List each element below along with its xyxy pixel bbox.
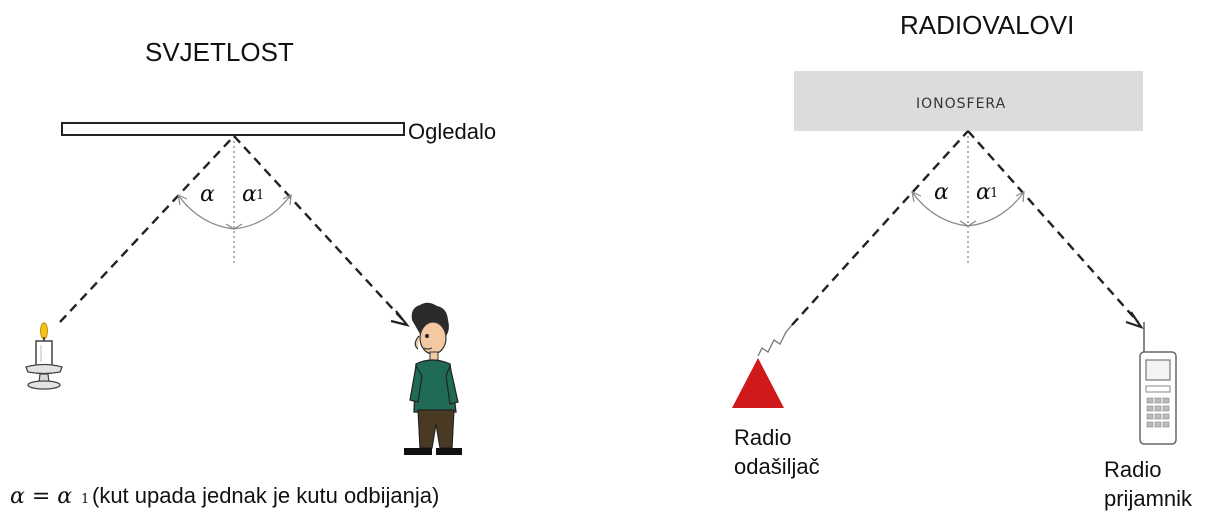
arc-tick-icon bbox=[177, 193, 188, 206]
mirror bbox=[61, 122, 405, 136]
arc-tick-icon bbox=[911, 190, 922, 203]
receiver-phone-icon bbox=[1139, 322, 1177, 445]
transmitter-label-line2: odašiljač bbox=[734, 454, 820, 479]
arc-tick-icon bbox=[225, 223, 243, 230]
ionosphere-band bbox=[794, 71, 1143, 131]
light-panel: SVJETLOST Ogledalo α α 1 bbox=[10, 37, 496, 509]
person-icon bbox=[404, 302, 462, 455]
incident-ray bbox=[59, 135, 235, 323]
transmitter-icon bbox=[732, 324, 793, 408]
light-title: SVJETLOST bbox=[145, 37, 294, 67]
angle-alpha1-sub: 1 bbox=[990, 186, 998, 201]
radio-panel: RADIOVALOVI IONOSFERA α α 1 Radio odašil… bbox=[732, 10, 1193, 511]
radio-title: RADIOVALOVI bbox=[900, 10, 1074, 40]
receiver-label-line2: prijamnik bbox=[1104, 486, 1193, 511]
angle-arc-left bbox=[177, 194, 235, 230]
arrowhead-icon bbox=[390, 310, 410, 327]
angle-arc-right bbox=[967, 191, 1025, 227]
formula-sub: 1 bbox=[81, 492, 89, 507]
reflected-ray bbox=[233, 135, 404, 321]
formula-text: (kut upada jednak je kutu odbijanja) bbox=[92, 483, 439, 508]
formula: α = α 1 (kut upada jednak je kutu odbija… bbox=[10, 483, 439, 509]
arc-tick-icon bbox=[1015, 190, 1025, 203]
angle-alpha1: α bbox=[242, 182, 257, 207]
angle-arc-right bbox=[233, 194, 292, 230]
receiver-label-line1: Radio bbox=[1104, 457, 1161, 482]
angle-alpha: α bbox=[200, 182, 215, 207]
arc-tick-icon bbox=[959, 220, 977, 227]
angle-alpha1-sub: 1 bbox=[256, 188, 264, 203]
arc-tick-icon bbox=[282, 193, 292, 206]
angle-alpha: α bbox=[934, 180, 949, 205]
formula-lhs: α = α bbox=[10, 484, 72, 509]
candle-icon bbox=[25, 322, 63, 390]
ionosphere-label: IONOSFERA bbox=[916, 96, 1006, 112]
mirror-label: Ogledalo bbox=[408, 119, 496, 144]
arrowhead-icon bbox=[1125, 311, 1144, 330]
incident-wave bbox=[791, 130, 969, 326]
angle-arc-left bbox=[911, 191, 969, 227]
reflected-wave bbox=[967, 130, 1139, 323]
transmitter-label-line1: Radio bbox=[734, 425, 791, 450]
angle-alpha1: α bbox=[976, 180, 991, 205]
